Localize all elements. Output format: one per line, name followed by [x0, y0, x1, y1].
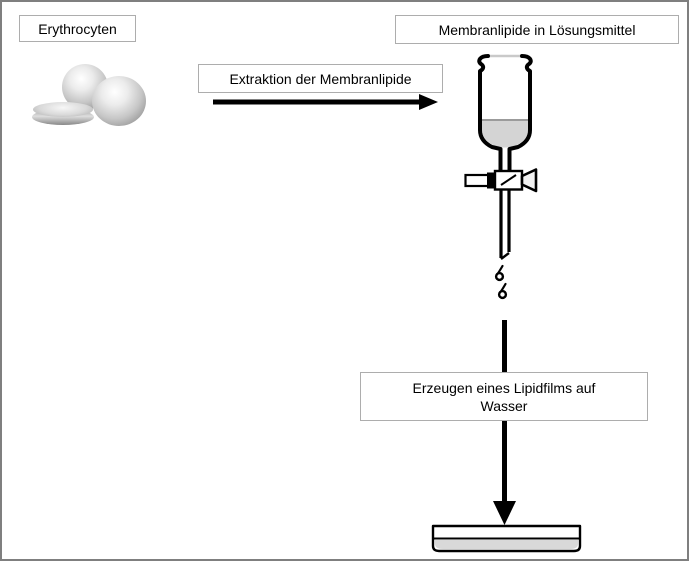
- trough-water: [435, 540, 578, 549]
- membranlipide-label: Membranlipide in Lösungsmittel: [438, 21, 636, 38]
- stopcock-icon: [464, 168, 538, 193]
- erzeugen-label-line2: Wasser: [480, 397, 528, 414]
- erythrocyten-label: Erythrocyten: [38, 20, 117, 37]
- droplet-icon: [497, 282, 508, 300]
- erythrocytes-graphic: [30, 62, 180, 134]
- extraktion-label: Extraktion der Membranlipide: [229, 70, 412, 87]
- extraktion-label-box: Extraktion der Membranlipide: [198, 64, 443, 93]
- droplet-icon: [494, 264, 505, 282]
- membranlipide-label-box: Membranlipide in Lösungsmittel: [395, 15, 679, 44]
- water-trough-graphic: [431, 524, 582, 553]
- arrow-right-icon: [213, 94, 438, 110]
- erzeugen-label-box: Erzeugen eines Lipidfilms auf Wasser: [360, 372, 648, 421]
- erythrocyten-label-box: Erythrocyten: [19, 15, 136, 42]
- droplets-icon: [494, 264, 508, 300]
- funnel-liquid: [482, 120, 528, 148]
- separating-funnel-graphic: [464, 54, 538, 260]
- erythrocyte-disk-top: [33, 102, 93, 117]
- erythrocyte-sphere-icon: [92, 76, 146, 126]
- erzeugen-label-line1: Erzeugen eines Lipidfilms auf: [412, 379, 596, 396]
- arrow-down-icon: [493, 320, 516, 525]
- erythrocyte-disk-icon: [32, 102, 94, 125]
